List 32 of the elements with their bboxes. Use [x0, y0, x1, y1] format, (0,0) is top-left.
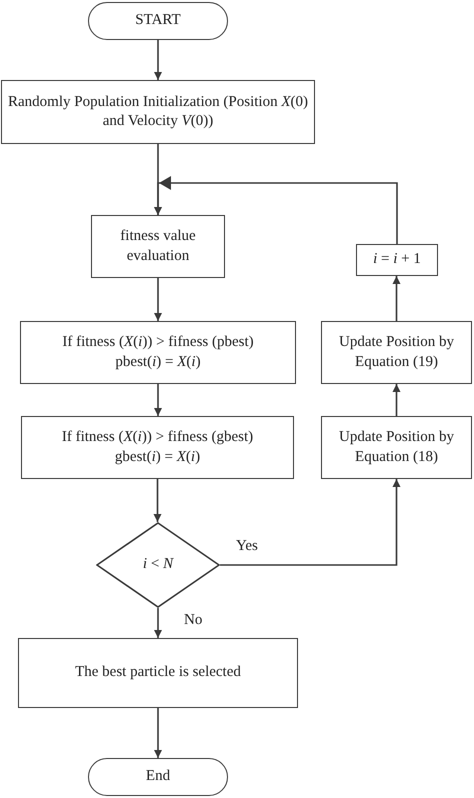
node-text: i = i + 1 [373, 250, 421, 270]
arrow [154, 708, 162, 758]
node-text: Update Position by Equation (19) [338, 333, 455, 372]
node-text: fitness value evaluation [119, 227, 197, 266]
arrow [154, 40, 162, 80]
decision-diamond [96, 522, 220, 608]
arrow [154, 608, 162, 638]
arrow [220, 479, 400, 566]
process-box [356, 244, 438, 276]
node-text: START [135, 11, 181, 30]
node-text: If fitness (X(i)) > fifness (pbest) [62, 333, 254, 352]
process-box [321, 416, 472, 479]
process-box [18, 638, 298, 708]
node-text: If fitness (X(i)) > fifness (gbest) [62, 428, 254, 447]
arrow [392, 276, 400, 321]
node-text: gbest(i) = X(i) [114, 448, 200, 466]
node-text: Update Position by Equation (18) [338, 428, 455, 466]
process-box [321, 321, 472, 384]
arrow [154, 278, 162, 321]
node-text: End [146, 767, 170, 786]
node-text: Randomly Population Initialization (Position X(0) and Velocity V(0)) [7, 92, 309, 131]
node-text: pbest(i) = X(i) [115, 352, 201, 372]
node-text: i < N [142, 555, 174, 574]
process-box [1, 80, 315, 144]
arrow [154, 176, 398, 244]
node-text: The best particle is selected [75, 663, 241, 682]
process-box [91, 215, 225, 278]
arrow [154, 479, 162, 522]
process-box [21, 416, 294, 479]
arrow [392, 384, 400, 416]
arrow [154, 384, 162, 416]
process-box [20, 321, 296, 384]
